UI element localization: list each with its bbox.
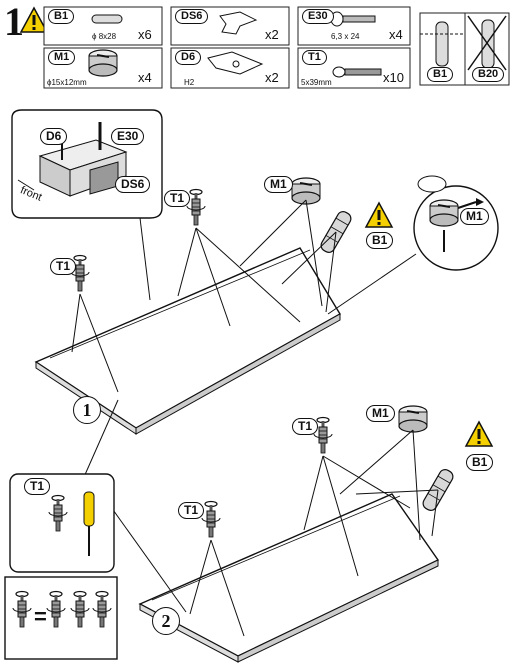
- panel-number-2: 2: [152, 607, 180, 635]
- cam-insert-detail: [417, 175, 484, 252]
- dowel-icon: [91, 14, 123, 24]
- label-t1-c: T1: [292, 418, 319, 435]
- detail-label-d6: D6: [40, 128, 68, 145]
- label-m1-a: M1: [264, 176, 293, 193]
- compare-ok-label: B1: [427, 67, 454, 82]
- detail-label-ds6: DS6: [115, 176, 151, 193]
- wood-screw-icon: [330, 11, 376, 27]
- bracket-icon: [207, 51, 264, 75]
- part-qty-b1: x6: [138, 27, 152, 42]
- part-code-b1: B1: [48, 9, 75, 24]
- step-number: 1: [4, 0, 24, 44]
- part-dim-d6: H2: [184, 78, 195, 87]
- compare-wrong-label: B20: [472, 67, 505, 82]
- part-dim-m1: ϕ15x12mm: [47, 78, 87, 87]
- part-code-d6: D6: [175, 50, 202, 65]
- detail-drawing: [17, 122, 128, 197]
- dowel-correct-icon: [420, 21, 465, 67]
- part-box-e30: [297, 6, 411, 46]
- part-qty-t1: x10: [383, 70, 404, 85]
- part-dim-t1: 5x39mm: [301, 78, 332, 87]
- part-qty-e30: x4: [389, 27, 403, 42]
- part-dim-e30: 6,3 x 24: [331, 32, 360, 41]
- part-code-m1: M1: [48, 50, 76, 65]
- zoom-detail-circle: [413, 185, 499, 271]
- label-m1-b: M1: [366, 405, 395, 422]
- part-qty-d6: x2: [265, 70, 279, 85]
- warning-icon: [20, 7, 48, 33]
- part-dim-b1: ϕ 8x28: [92, 32, 117, 41]
- panel-1: [34, 247, 341, 435]
- part-code-ds6: DS6: [175, 9, 209, 24]
- part-code-e30: E30: [302, 9, 334, 24]
- equals-sign: =: [34, 604, 47, 629]
- detail-label-e30: E30: [111, 128, 145, 145]
- part-qty-ds6: x2: [265, 27, 279, 42]
- panel-2: [138, 493, 440, 663]
- panel-number-1: 1: [73, 396, 101, 424]
- screwdriver-icon: [83, 491, 95, 556]
- label-m1-zoom: M1: [460, 208, 489, 225]
- label-t1-d: T1: [178, 502, 205, 519]
- cam-lock-icon: [88, 49, 118, 77]
- part-code-t1: T1: [302, 50, 327, 65]
- label-t1-tool: T1: [24, 478, 51, 495]
- connector-plate-icon: [219, 11, 258, 35]
- label-b1-b: B1: [466, 454, 494, 471]
- cam-bolt-icon: [332, 66, 382, 78]
- part-qty-m1: x4: [138, 70, 152, 85]
- label-t1-b: T1: [50, 258, 77, 275]
- label-b1-a: B1: [366, 232, 394, 249]
- label-t1-a: T1: [164, 190, 191, 207]
